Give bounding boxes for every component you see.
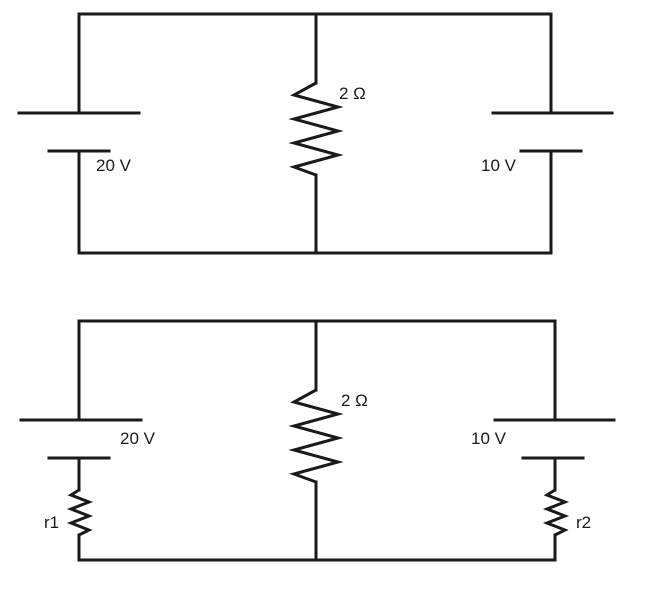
top-middle-resistor-label: 2 Ω <box>339 84 366 103</box>
bottom-left-battery-label: 20 V <box>120 429 156 448</box>
bottom-right-internal-resistor <box>542 488 570 537</box>
bottom-middle-resistor <box>288 388 344 484</box>
top-left-battery-label: 20 V <box>96 156 132 175</box>
bottom-middle-resistor-label: 2 Ω <box>341 391 368 410</box>
top-right-battery-label: 10 V <box>481 156 517 175</box>
bottom-right-battery-label: 10 V <box>471 429 507 448</box>
circuit-top: 20 V 2 Ω 10 V <box>17 12 614 255</box>
bottom-left-internal-resistor-label: r1 <box>44 513 59 532</box>
bottom-left-internal-resistor <box>66 488 94 537</box>
bottom-right-internal-resistor-label: r2 <box>576 513 591 532</box>
top-middle-resistor <box>288 81 344 177</box>
circuit-bottom: 20 V 2 Ω 10 V r1 r2 <box>19 319 616 562</box>
